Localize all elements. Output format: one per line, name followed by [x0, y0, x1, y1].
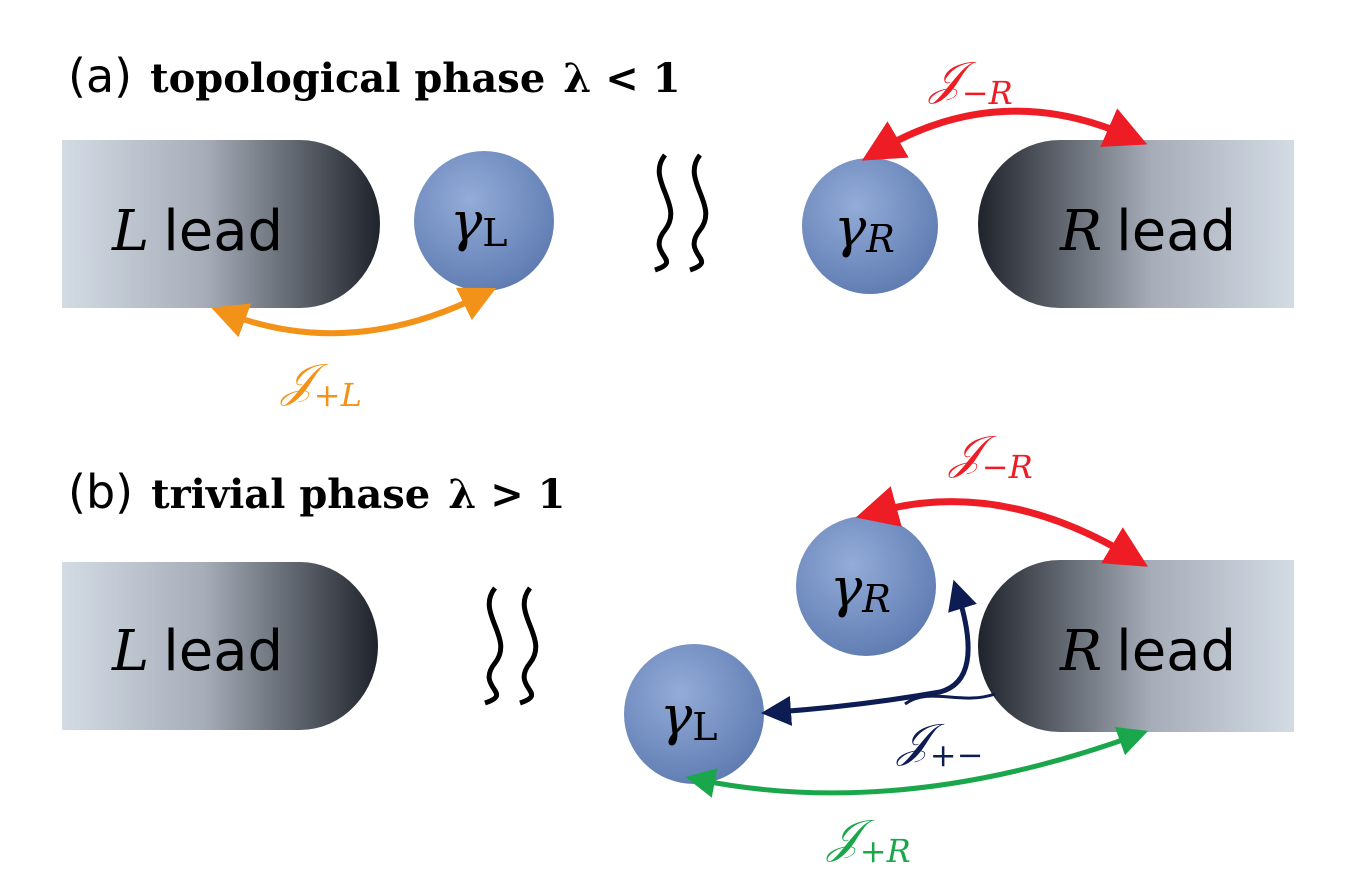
panel-b-condition: λ > 1: [448, 471, 565, 518]
current-minus-r-arrow-b: [855, 486, 1149, 567]
current-plus-minus-arrow-b: [761, 579, 977, 726]
wavy-break-a: [654, 153, 709, 273]
current-plus-r-arrow-b: [685, 726, 1149, 798]
panel-a-title: topological phase: [150, 55, 545, 102]
current-minus-r-label-b: 𝒥−R: [948, 425, 1033, 486]
current-plus-minus-label-b: 𝒥+−: [896, 713, 983, 774]
current-plus-minus-tilde-b: [904, 692, 996, 706]
panel-b-tag: (b): [68, 465, 133, 519]
left-lead-shape-a: [62, 140, 380, 308]
current-minus-r-arrow-a: [861, 107, 1148, 161]
node-gamma-l-a: [414, 151, 554, 291]
panel-a-condition: λ < 1: [563, 55, 680, 102]
node-gamma-l-a-label: γL: [450, 190, 508, 255]
left-lead-shape-b: [62, 562, 378, 730]
panel-a-heading: (a) topological phase λ < 1: [68, 49, 681, 103]
panel-b-title: trivial phase: [151, 471, 430, 518]
panel-a-tag: (a): [68, 49, 132, 103]
node-gamma-r-a: [802, 158, 938, 294]
node-gamma-r-a-label: γR: [834, 196, 895, 261]
wavy-break-b: [484, 586, 539, 706]
current-minus-r-label-a: 𝒥−R: [928, 51, 1013, 112]
right-lead-shape-b: [978, 560, 1294, 732]
current-plus-l-arrow-a: [211, 287, 497, 338]
current-plus-r-label-b: 𝒥+R: [826, 809, 911, 870]
current-plus-l-label-a: 𝒥+L: [280, 353, 362, 414]
panel-b-heading: (b) trivial phase λ > 1: [68, 465, 566, 519]
right-lead-shape-a: [978, 140, 1294, 308]
